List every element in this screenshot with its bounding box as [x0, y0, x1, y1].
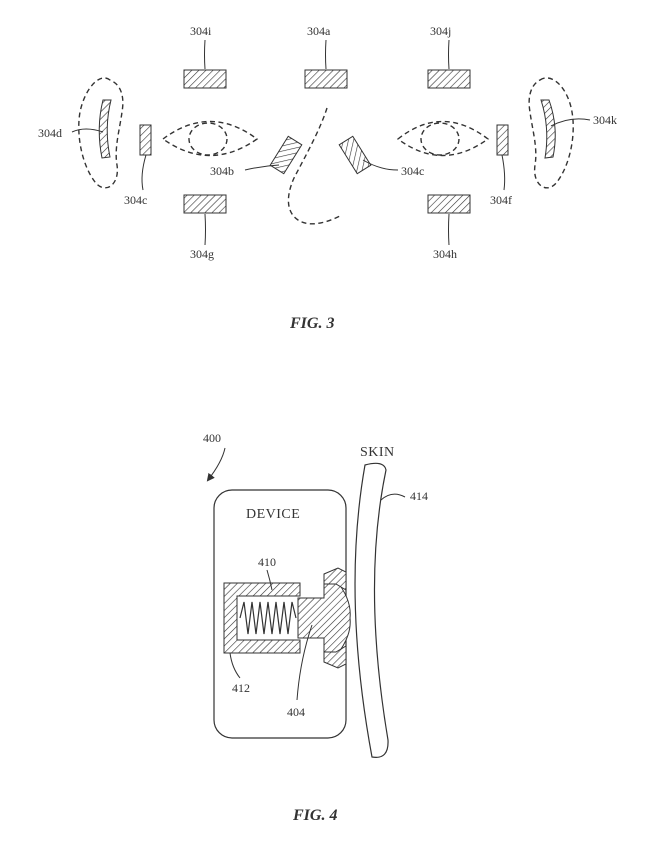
leader-304i: [204, 39, 206, 70]
leader-304k: [550, 118, 591, 127]
leader-304d: [71, 128, 104, 133]
right-eye-outline: [396, 120, 490, 157]
label-304c-right: 304c: [401, 164, 424, 178]
fig3-caption: FIG. 3: [289, 315, 334, 332]
sensor-304g: [183, 194, 227, 214]
left-eye-outline: [161, 120, 259, 157]
right-ear-outline: [528, 77, 574, 189]
label-304i: 304i: [190, 24, 212, 38]
leader-410: [266, 569, 273, 591]
label-304j: 304j: [430, 24, 451, 38]
leader-414: [380, 493, 406, 501]
flange-410-top: [323, 567, 347, 591]
leader-304j: [448, 39, 450, 70]
leader-412: [229, 652, 241, 679]
leader-304f: [501, 154, 506, 191]
leader-304h: [448, 213, 450, 246]
label-304g: 304g: [190, 247, 214, 261]
housing-412: [223, 582, 301, 654]
label-410: 410: [258, 555, 276, 569]
sensor-304a: [304, 69, 348, 89]
sensor-304c-left: [139, 124, 152, 156]
device-label: DEVICE: [246, 507, 300, 522]
label-400: 400: [203, 431, 221, 445]
fig4-caption: FIG. 4: [292, 807, 337, 824]
nose-outline: [287, 107, 341, 225]
leader-304g: [204, 213, 206, 246]
label-304f: 304f: [490, 193, 512, 207]
leader-304c-left: [141, 154, 147, 191]
sensor-304j: [427, 69, 471, 89]
sensor-304i: [183, 69, 227, 89]
label-404: 404: [287, 705, 305, 719]
label-304k: 304k: [593, 113, 617, 127]
skin-strip: [354, 462, 389, 758]
skin-label: SKIN: [360, 445, 395, 460]
sensor-304b: [269, 135, 303, 175]
spring: [239, 601, 297, 635]
label-304a: 304a: [307, 24, 331, 38]
fig3-diagram: 304i 304a 304j 304d 304k 304b 304c 304c …: [38, 24, 617, 332]
left-pupil-outline: [188, 122, 228, 156]
leader-304a: [325, 39, 327, 70]
flange-410-bottom: [323, 645, 347, 669]
sensor-304h: [427, 194, 471, 214]
right-pupil-outline: [420, 122, 460, 156]
label-304d: 304d: [38, 126, 62, 140]
leader-404: [296, 624, 313, 701]
arrow-400: [206, 447, 226, 482]
label-304h: 304h: [433, 247, 457, 261]
sensor-304k: [540, 99, 556, 159]
left-ear-outline: [78, 77, 124, 189]
label-304c-left: 304c: [124, 193, 147, 207]
leader-304c-right: [362, 159, 399, 171]
fig4-diagram: 400 DEVICE SKIN 414 410 412 404 FIG. 4: [203, 431, 428, 824]
label-412: 412: [232, 681, 250, 695]
leader-304b: [244, 164, 280, 171]
label-304b: 304b: [210, 164, 234, 178]
sensor-304f: [496, 124, 509, 156]
sensor-304c-right: [338, 135, 372, 175]
sensor-304d: [98, 99, 112, 159]
label-414: 414: [410, 489, 428, 503]
